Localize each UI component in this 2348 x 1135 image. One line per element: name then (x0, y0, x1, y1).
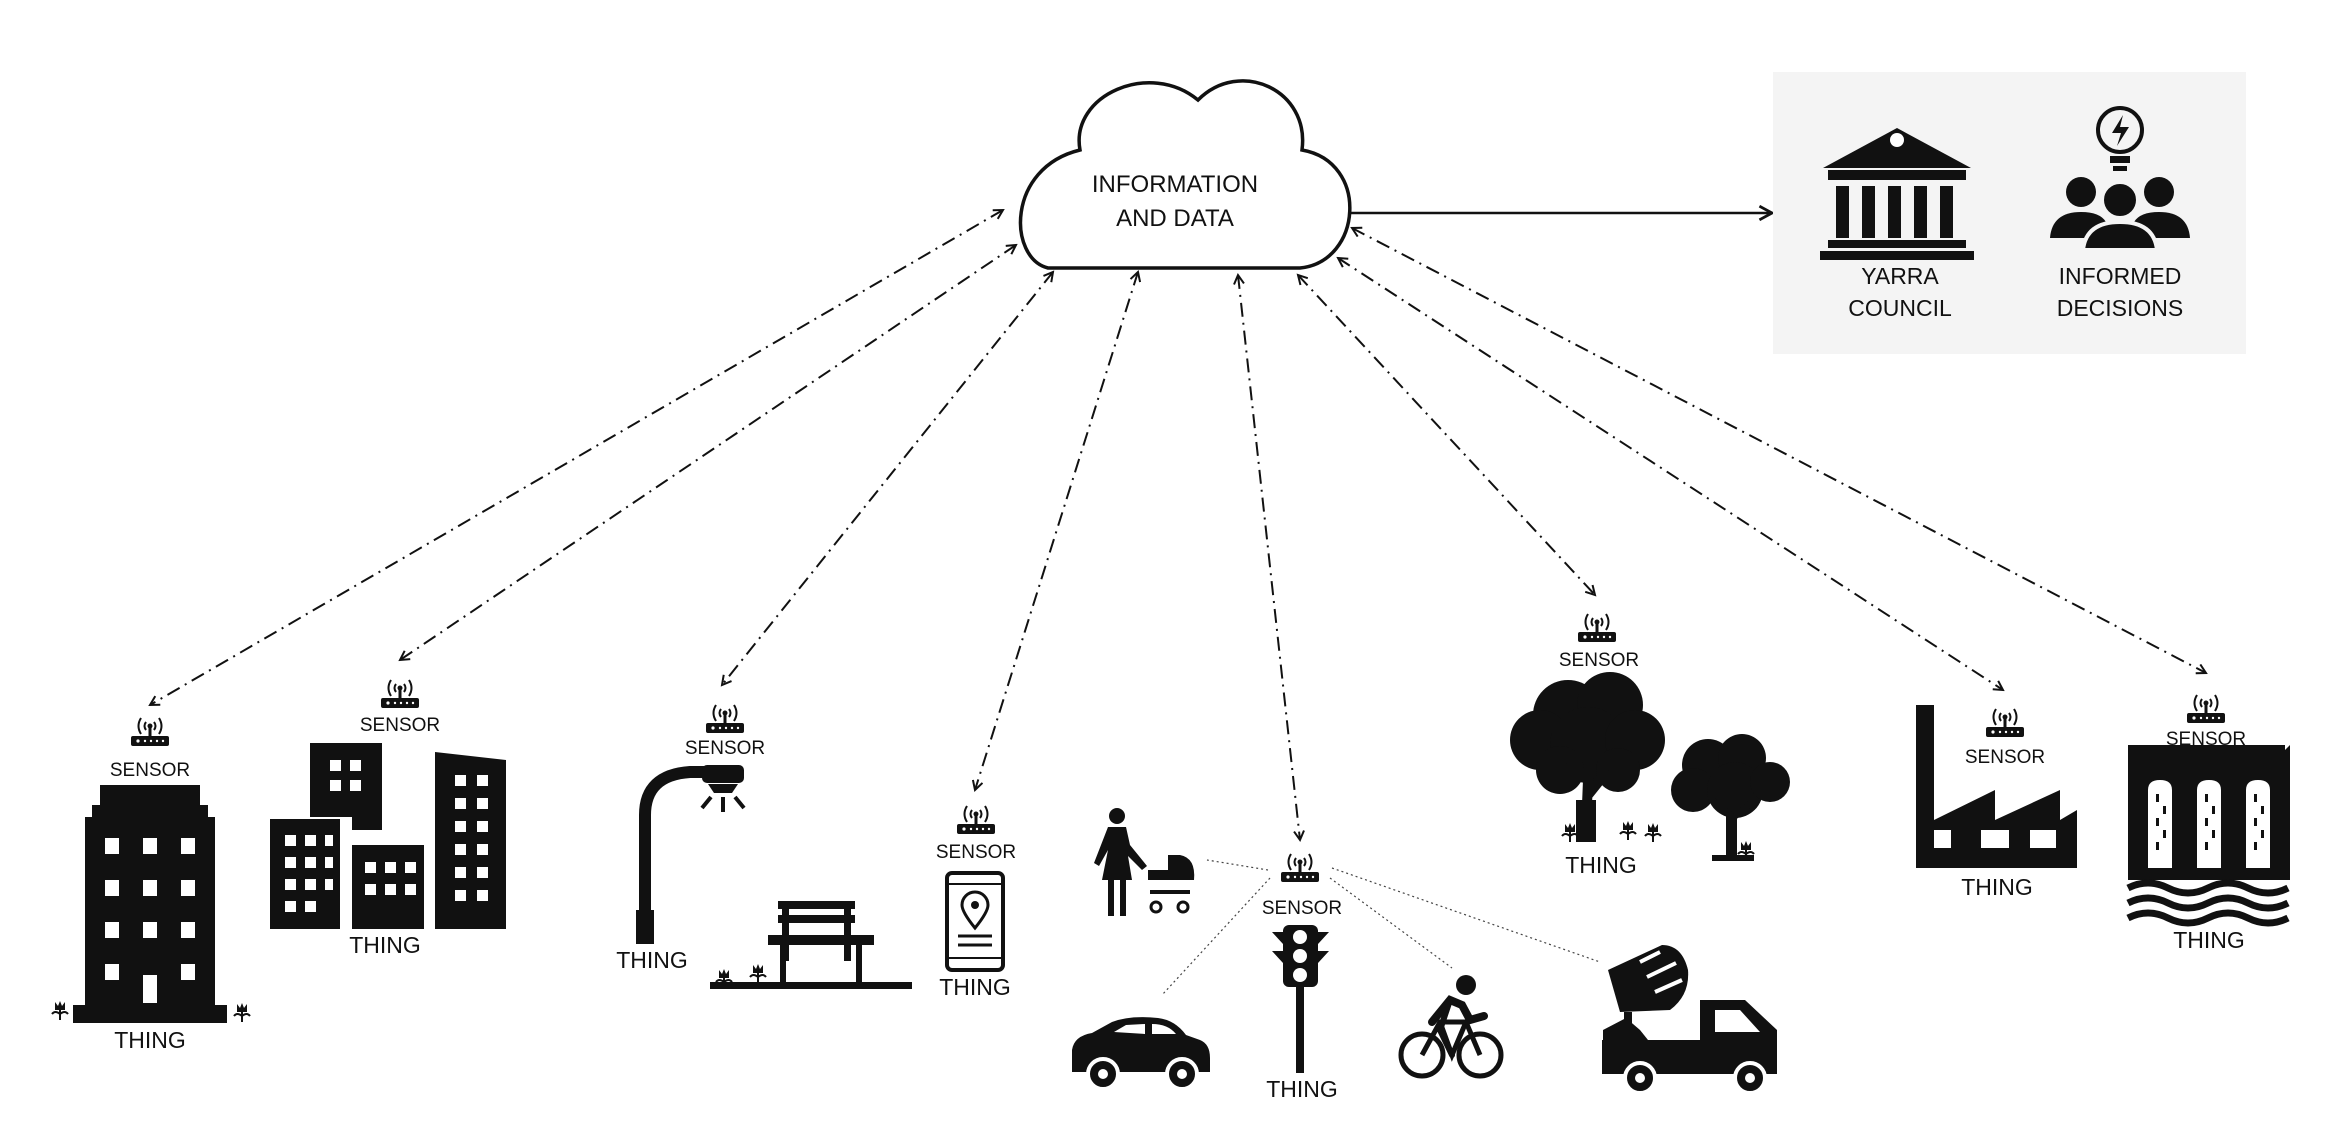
link-apartment (150, 210, 1003, 705)
government-building-icon (1820, 128, 1974, 260)
sensor-router-icon (1985, 708, 2025, 738)
sensor-smartphone: SENSOR (936, 805, 1016, 863)
thing-label: THING (1266, 1076, 1338, 1102)
link-smartphone (975, 272, 1138, 790)
sensor-factory: SENSOR (1965, 708, 2045, 768)
sensor-label: SENSOR (1965, 747, 2045, 768)
thing-label: THING (1565, 852, 1637, 878)
park-bench-icon (710, 901, 912, 989)
thing-label: THING (349, 932, 421, 958)
link-city-buildings (400, 245, 1016, 660)
sensor-router-icon (1577, 613, 1617, 643)
sensor-street-lamp: SENSOR (685, 704, 765, 759)
thing-apartment: THING (51, 785, 251, 1053)
sensor-router-icon (705, 704, 745, 734)
link-dam (1352, 228, 2206, 673)
cloud-label-line2: AND DATA (1116, 205, 1234, 232)
link-traffic-hub (1238, 275, 1300, 840)
sensor-label: SENSOR (1559, 650, 1639, 671)
smartphone-location-icon (945, 871, 1005, 972)
cement-truck-icon (1602, 945, 1777, 1095)
decisions-label-line2: DECISIONS (2057, 295, 2184, 321)
sensor-trees: SENSOR (1559, 613, 1639, 671)
thing-label: THING (2173, 927, 2245, 953)
decisions-label-line1: INFORMED (2059, 263, 2182, 289)
thing-smartphone: THING (939, 871, 1011, 1000)
sensor-router-icon (380, 679, 420, 709)
factory-icon (1916, 705, 2077, 868)
thing-city-buildings: THING (270, 743, 506, 958)
dam-icon (2126, 745, 2290, 927)
sensor-label: SENSOR (936, 842, 1016, 863)
thing-label: THING (1961, 874, 2033, 900)
link-hub-pedestrian (1206, 859, 1269, 871)
link-hub-car (1161, 877, 1271, 996)
connections (150, 210, 2206, 996)
sensor-router-icon (1280, 853, 1320, 883)
sensor-label: SENSOR (2166, 729, 2246, 750)
link-trees (1298, 275, 1595, 595)
sensor-router-icon (956, 805, 996, 835)
link-hub-truck (1331, 867, 1601, 963)
thing-factory: THING (1916, 705, 2077, 900)
sensor-city-buildings: SENSOR (360, 679, 440, 736)
thing-label: THING (616, 947, 688, 973)
thing-label: THING (114, 1027, 186, 1053)
sensor-router-icon (2186, 694, 2226, 724)
trees-icon (1510, 672, 1790, 861)
sensor-apartment: SENSOR (110, 717, 190, 781)
thing-trees: THING (1510, 672, 1790, 878)
sensor-router-icon (130, 717, 170, 747)
people-lightbulb-icon (2050, 106, 2190, 252)
sensor-label: SENSOR (110, 760, 190, 781)
link-street-lamp (722, 272, 1053, 685)
thing-dam: THING (2126, 745, 2290, 953)
street-lamp-icon (636, 765, 746, 944)
sensor-dam: SENSOR (2166, 694, 2246, 750)
sensor-label: SENSOR (1262, 898, 1342, 919)
council-label-line2: COUNCIL (1848, 295, 1952, 321)
link-hub-bike (1329, 877, 1453, 969)
apartment-tower-icon (51, 785, 251, 1023)
thing-label: THING (939, 974, 1011, 1000)
sensor-label: SENSOR (360, 715, 440, 736)
council-panel: YARRA COUNCIL INFORMED DECISIONS (1773, 72, 2246, 354)
cloud-icon (1018, 79, 1352, 270)
sensor-traffic-hub: SENSOR (1262, 853, 1342, 919)
thing-traffic-hub: THING (1072, 808, 1777, 1102)
bicycle-icon (1398, 975, 1504, 1079)
pedestrian-stroller-icon (1094, 808, 1195, 916)
thing-street-lamp: THING (616, 765, 912, 989)
sensors: SENSOR SENSOR SENSOR SENSOR SENSOR SENSO… (110, 613, 2246, 919)
sensor-label: SENSOR (685, 738, 765, 759)
car-icon (1072, 1017, 1210, 1091)
traffic-light-icon (1272, 925, 1329, 1073)
city-buildings-icon (270, 743, 506, 929)
cloud-label-line1: INFORMATION (1092, 171, 1258, 198)
information-cloud: INFORMATION AND DATA (1018, 79, 1352, 270)
council-label-line1: YARRA (1861, 263, 1939, 289)
